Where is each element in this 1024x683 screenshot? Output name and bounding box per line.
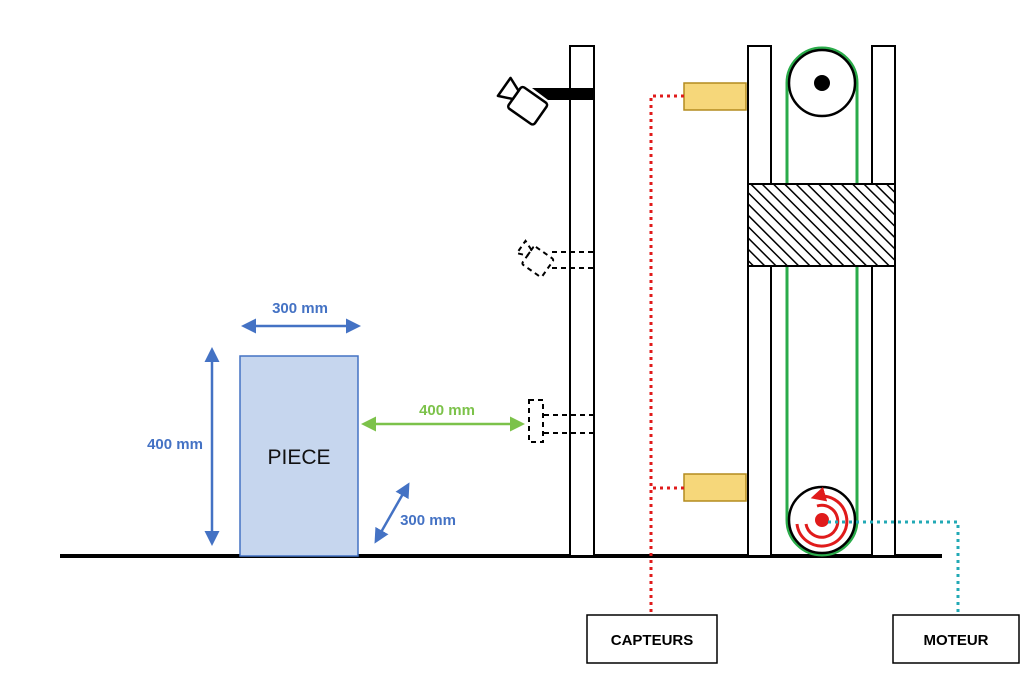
motor-box-label: MOTEUR bbox=[924, 632, 989, 649]
rotation-arrow-icon bbox=[795, 486, 849, 548]
motor-wiring bbox=[828, 520, 960, 615]
camera-mast bbox=[569, 45, 595, 557]
width-dimension-label: 300 mm bbox=[272, 300, 328, 317]
lift-post-left bbox=[747, 45, 772, 557]
lift-carriage bbox=[747, 183, 896, 267]
motor-box: MOTEUR bbox=[892, 614, 1020, 664]
camera-ghost-low bbox=[528, 399, 594, 443]
lift-post-right bbox=[871, 45, 896, 557]
sensors-box: CAPTEURS bbox=[586, 614, 718, 664]
piece-block bbox=[239, 355, 359, 557]
sensor-top bbox=[683, 82, 747, 111]
video-camera-icon bbox=[496, 76, 594, 126]
drive-belt bbox=[785, 46, 859, 557]
camera-ghost-middle bbox=[515, 239, 594, 278]
camera-distance-label: 400 mm bbox=[419, 402, 475, 419]
sensor-wiring bbox=[649, 94, 684, 615]
depth-dimension-label: 300 mm bbox=[400, 512, 456, 529]
top-pulley-axle bbox=[814, 75, 830, 91]
height-dimension-label: 400 mm bbox=[147, 436, 203, 453]
motor-axle bbox=[815, 513, 829, 527]
piece-label: PIECE bbox=[267, 446, 330, 469]
depth-dimension-arrow bbox=[374, 482, 410, 544]
sensor-bottom bbox=[683, 473, 747, 502]
sensors-box-label: CAPTEURS bbox=[611, 632, 694, 649]
